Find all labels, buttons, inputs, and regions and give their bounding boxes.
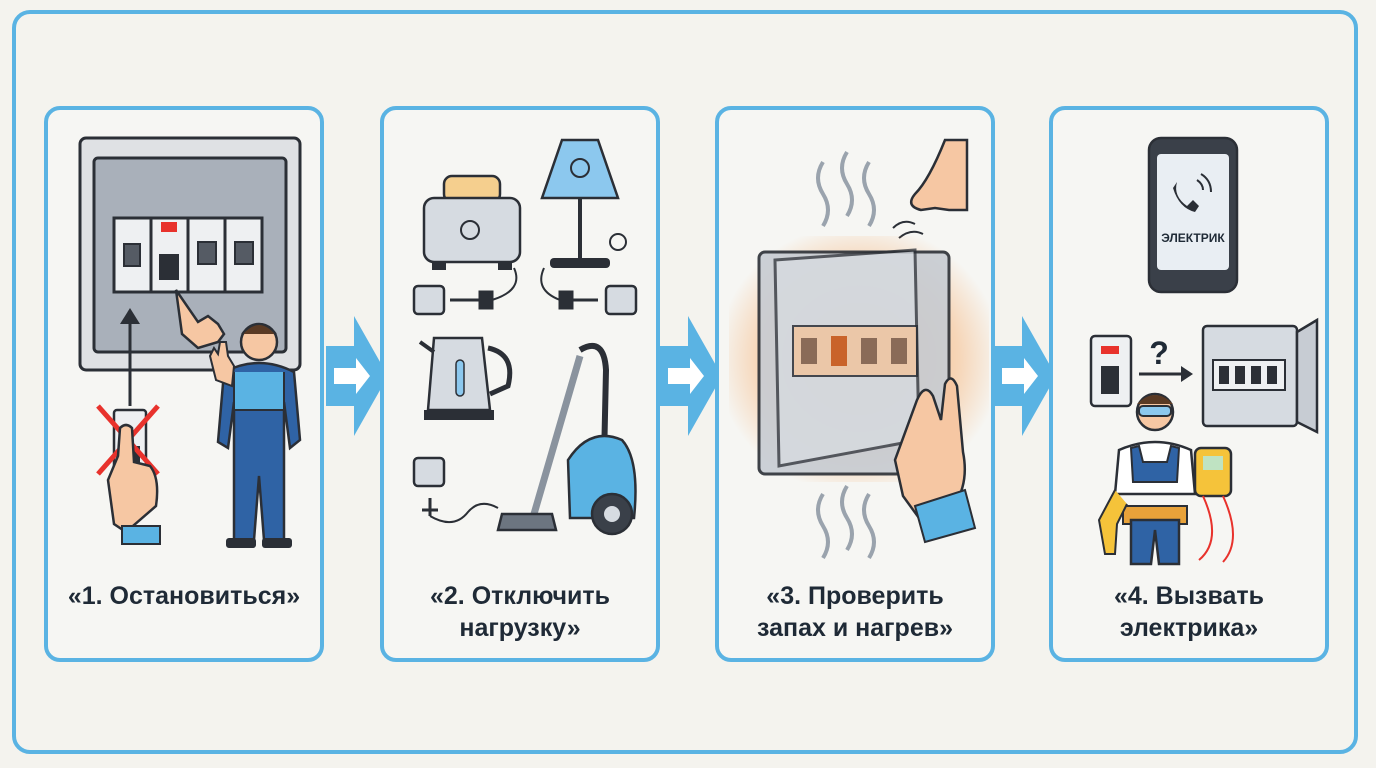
step-2-label: «2. Отключить нагрузку» — [394, 580, 646, 644]
arrow-right-icon — [326, 316, 388, 436]
worker-stop-icon — [208, 322, 302, 548]
step-3-label-line1: «3. Проверить — [766, 582, 944, 610]
lamp-icon — [540, 138, 627, 268]
breaker-panel-icon — [78, 136, 302, 372]
step-3-illustration — [729, 138, 989, 560]
step-4-label-line1: «4. Вызвать — [1113, 582, 1265, 610]
touching-hand-icon — [893, 377, 977, 544]
step-card-3: «3. Проверить запах и нагрев» — [715, 106, 995, 662]
step-3-label-line2: запах и нагрев» — [756, 614, 954, 642]
toaster-icon — [422, 174, 522, 270]
switch-crossed-icon — [96, 404, 161, 545]
arrow-right-icon — [994, 316, 1056, 436]
step-4-illustration: ЭЛЕКТРИК ? — [1089, 136, 1319, 566]
step-2-label-line2: нагрузку» — [459, 614, 581, 642]
phone-screen-text: ЭЛЕКТРИК — [1161, 231, 1225, 245]
right-arrow-small-icon — [1139, 366, 1193, 382]
phone-icon: ЭЛЕКТРИК — [1147, 136, 1239, 294]
power-socket-icon — [412, 267, 638, 316]
step-4-label-line2: электрика» — [1119, 614, 1259, 642]
question-mark: ? — [1149, 335, 1169, 371]
tripped-breaker-icon — [1089, 334, 1133, 408]
vacuum-icon — [496, 343, 637, 536]
step-1-label-line1: «1. Остановиться» — [67, 582, 301, 610]
step-card-4: ЭЛЕКТРИК ? — [1049, 106, 1329, 662]
step-card-1: «1. Остановиться» — [44, 106, 324, 662]
kettle-icon — [418, 336, 513, 420]
open-panel-icon — [1201, 317, 1319, 435]
pointing-hand-icon — [174, 289, 226, 350]
step-2-illustration — [412, 138, 638, 536]
step-3-label: «3. Проверить запах и нагрев» — [729, 580, 981, 644]
step-1-label: «1. Остановиться» — [58, 580, 310, 612]
step-4-label: «4. Вызвать электрика» — [1063, 580, 1315, 644]
arrow-right-icon — [660, 316, 722, 436]
electrician-icon — [1097, 392, 1234, 566]
step-2-label-line1: «2. Отключить — [430, 582, 610, 610]
nose-smell-icon — [892, 138, 969, 239]
hot-breaker-panel-icon — [757, 248, 951, 476]
heat-waves-icon — [816, 150, 876, 560]
step-card-2: «2. Отключить нагрузку» — [380, 106, 660, 662]
step-1-illustration — [78, 136, 302, 548]
